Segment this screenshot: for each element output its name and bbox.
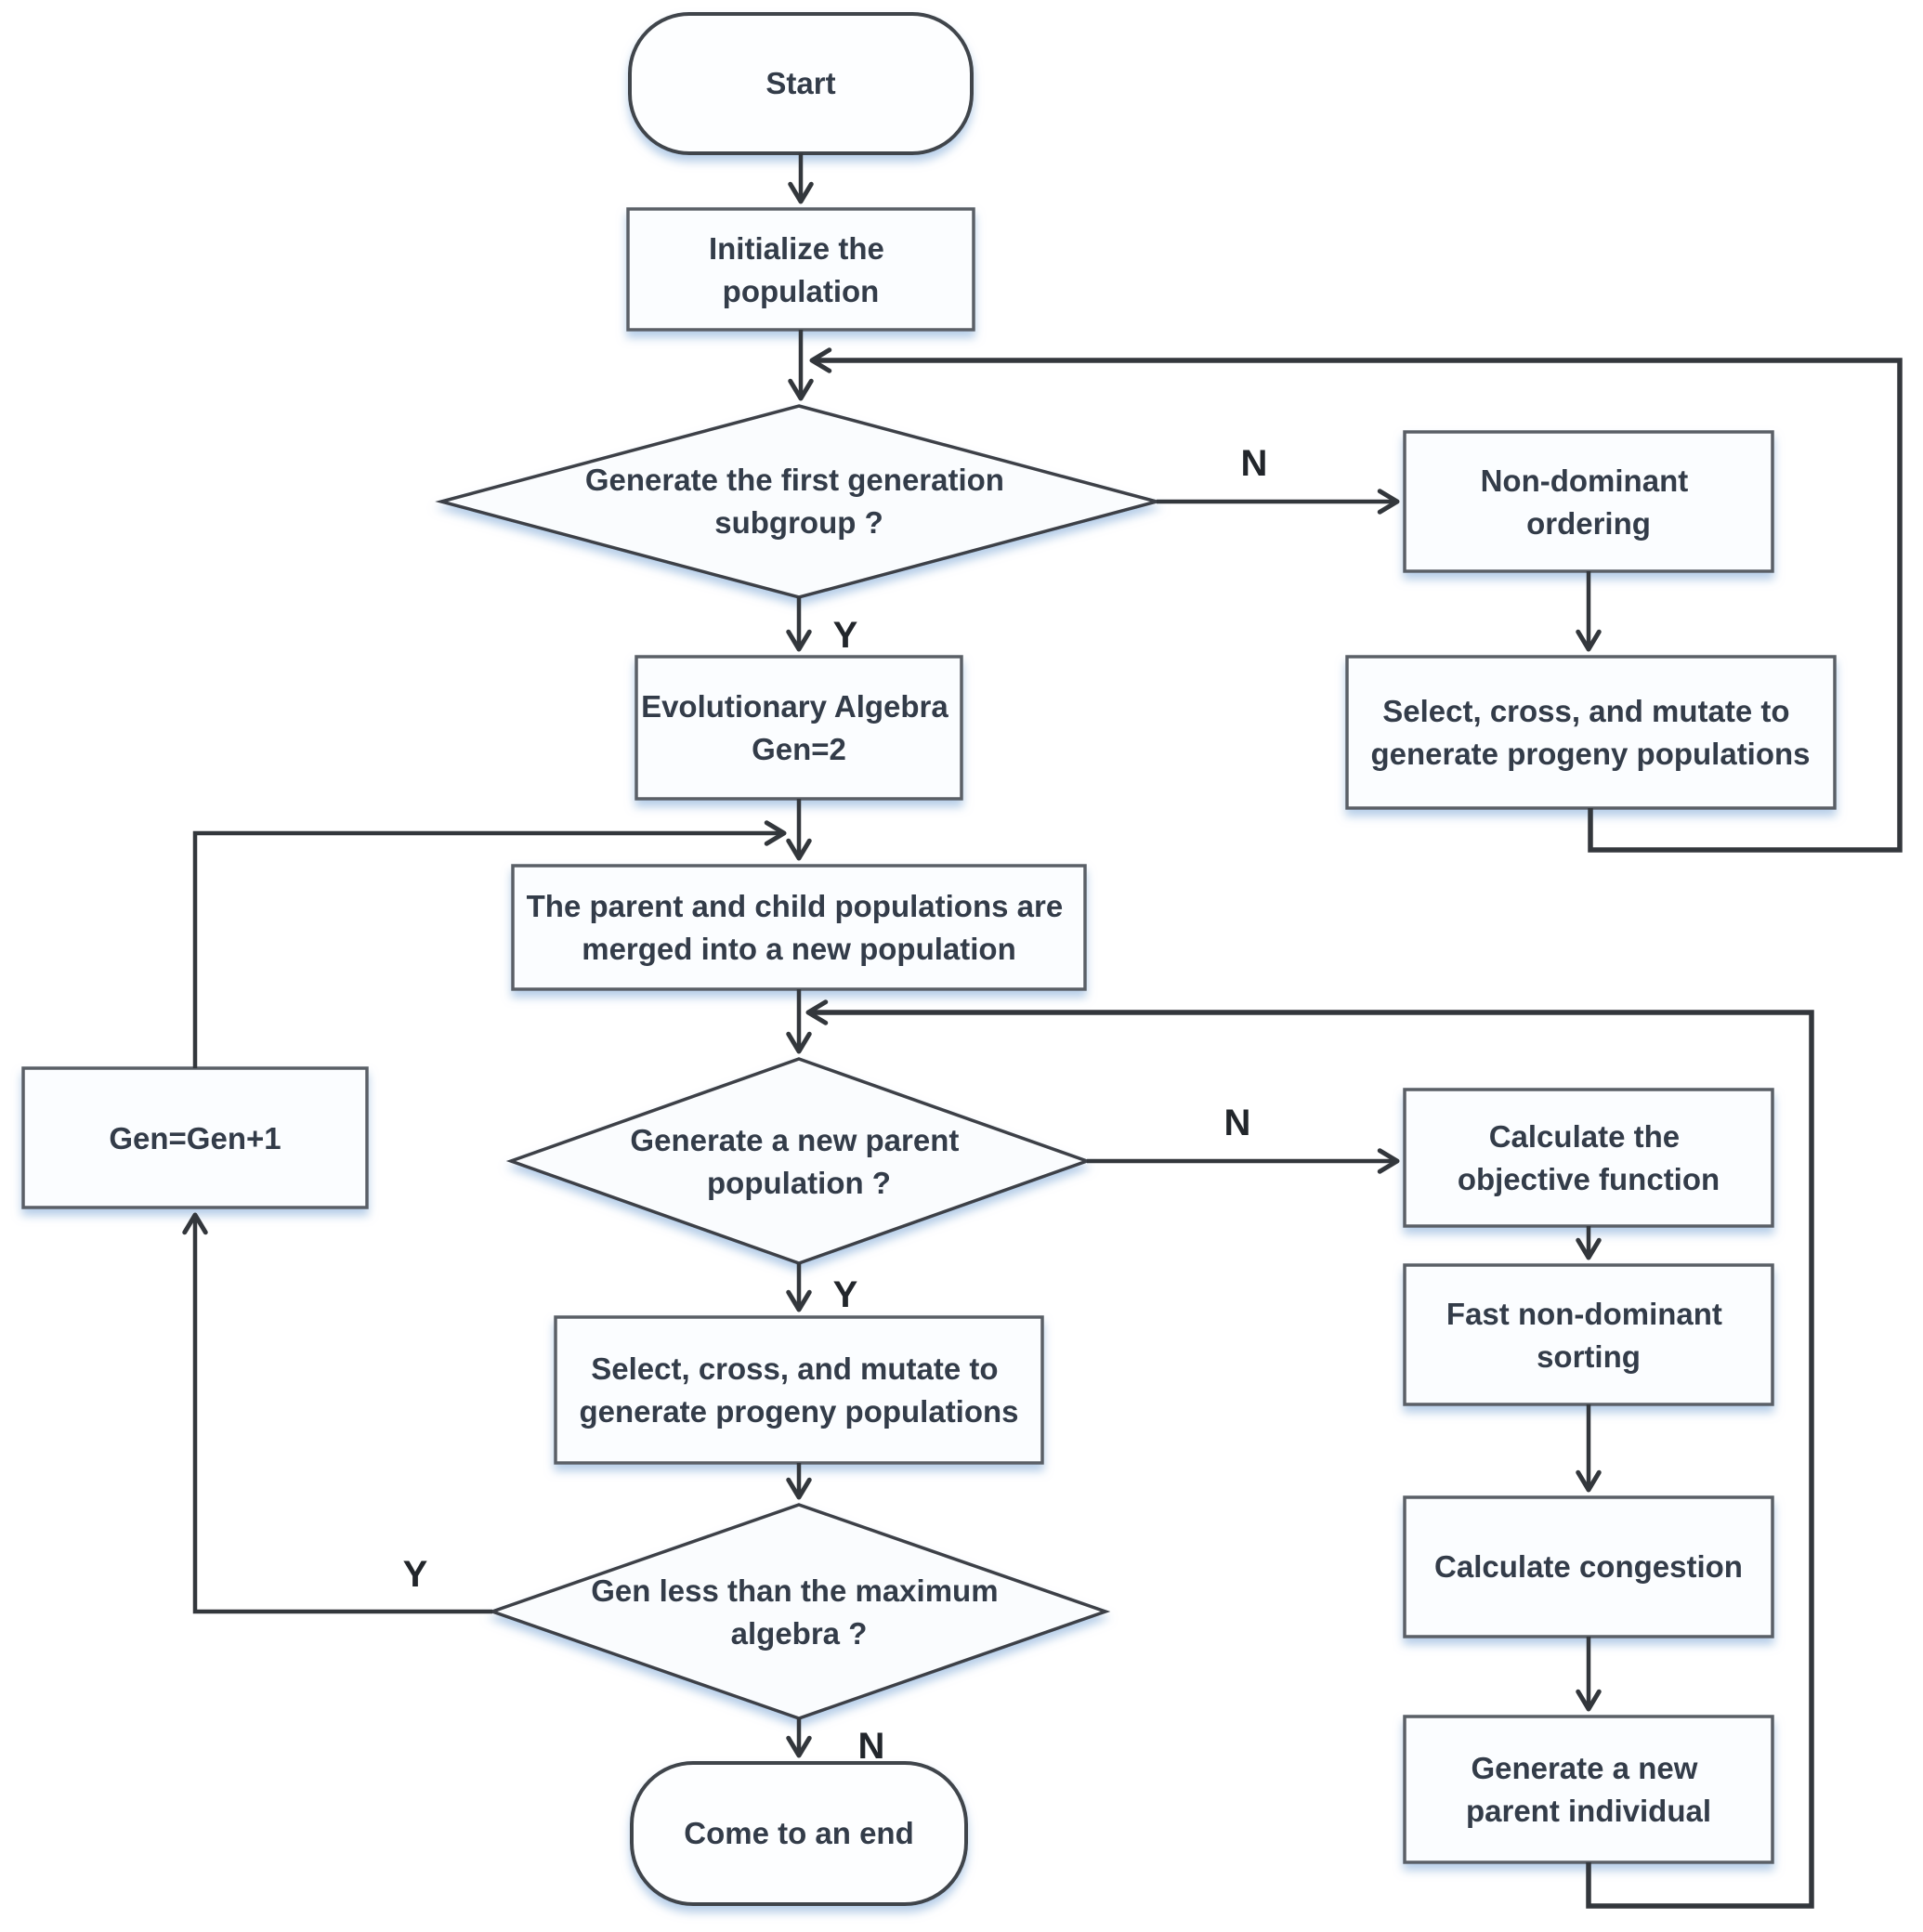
- merge-populations-label: The parent and child populations are mer…: [527, 889, 1072, 966]
- arrow-max-decision-yes-to-gen-increment: [182, 1212, 492, 1614]
- end-label: Come to an end: [684, 1816, 914, 1850]
- calculate-objective-box: [1403, 1088, 1774, 1228]
- arrow-gen-increment-to-merge-junction: [192, 820, 787, 1068]
- gen-increment-label: Gen=Gen+1: [109, 1121, 281, 1155]
- select-cross-mutate-main-label: Select, cross, and mutate to generate pr…: [579, 1351, 1018, 1429]
- gen-increment-box: [21, 1066, 369, 1209]
- branch-label-new-parent-no: N: [1224, 1103, 1251, 1143]
- start-label: Start: [765, 66, 835, 100]
- max-algebra-decision-label: Gen less than the maximum algebra ?: [591, 1573, 1006, 1651]
- evolutionary-algebra-box: [634, 655, 963, 801]
- calculate-objective-label: Calculate the objective function: [1458, 1119, 1720, 1196]
- fast-sorting-label: Fast non-dominant sorting: [1446, 1297, 1731, 1374]
- branch-label-first-generation-no: N: [1241, 443, 1268, 484]
- branch-label-max-algebra-no: N: [858, 1726, 885, 1767]
- evolutionary-algebra-label: Evolutionary Algebra Gen=2: [641, 689, 957, 766]
- first-generation-decision-label: Generate the first generation subgroup ?: [585, 463, 1013, 540]
- new-parent-decision-diamond: [505, 1057, 1092, 1265]
- select-cross-mutate-main-box: [554, 1315, 1044, 1465]
- initialize-population-box: [626, 207, 975, 332]
- initialize-label: Initialize the population: [709, 231, 893, 308]
- non-dominant-ordering-label: Non-dominant ordering: [1481, 463, 1697, 541]
- non-dominant-ordering-box: [1403, 430, 1774, 573]
- select-cross-mutate-right-box: [1345, 655, 1837, 810]
- calculate-congestion-box: [1403, 1495, 1774, 1638]
- first-generation-decision-diamond: [435, 404, 1163, 599]
- calculate-congestion-label: Calculate congestion: [1434, 1549, 1743, 1584]
- max-algebra-decision-diamond: [487, 1503, 1111, 1720]
- branch-label-max-algebra-yes: Y: [403, 1554, 428, 1595]
- generate-parent-individual-label: Generate a new parent individual: [1466, 1751, 1711, 1828]
- branch-label-new-parent-yes: Y: [833, 1274, 858, 1315]
- loop-parent-individual-back-to-new-parent-decision: [805, 999, 1814, 1909]
- loop-select-right-back-to-first-decision: [809, 347, 1903, 853]
- select-cross-mutate-right-label: Select, cross, and mutate to generate pr…: [1370, 694, 1810, 771]
- new-parent-decision-label: Generate a new parent population ?: [630, 1123, 967, 1200]
- end-node: [630, 1761, 968, 1906]
- generate-parent-individual-box: [1403, 1715, 1774, 1864]
- fast-sorting-box: [1403, 1263, 1774, 1406]
- merge-populations-box: [511, 864, 1087, 991]
- branch-label-first-generation-yes: Y: [833, 615, 858, 656]
